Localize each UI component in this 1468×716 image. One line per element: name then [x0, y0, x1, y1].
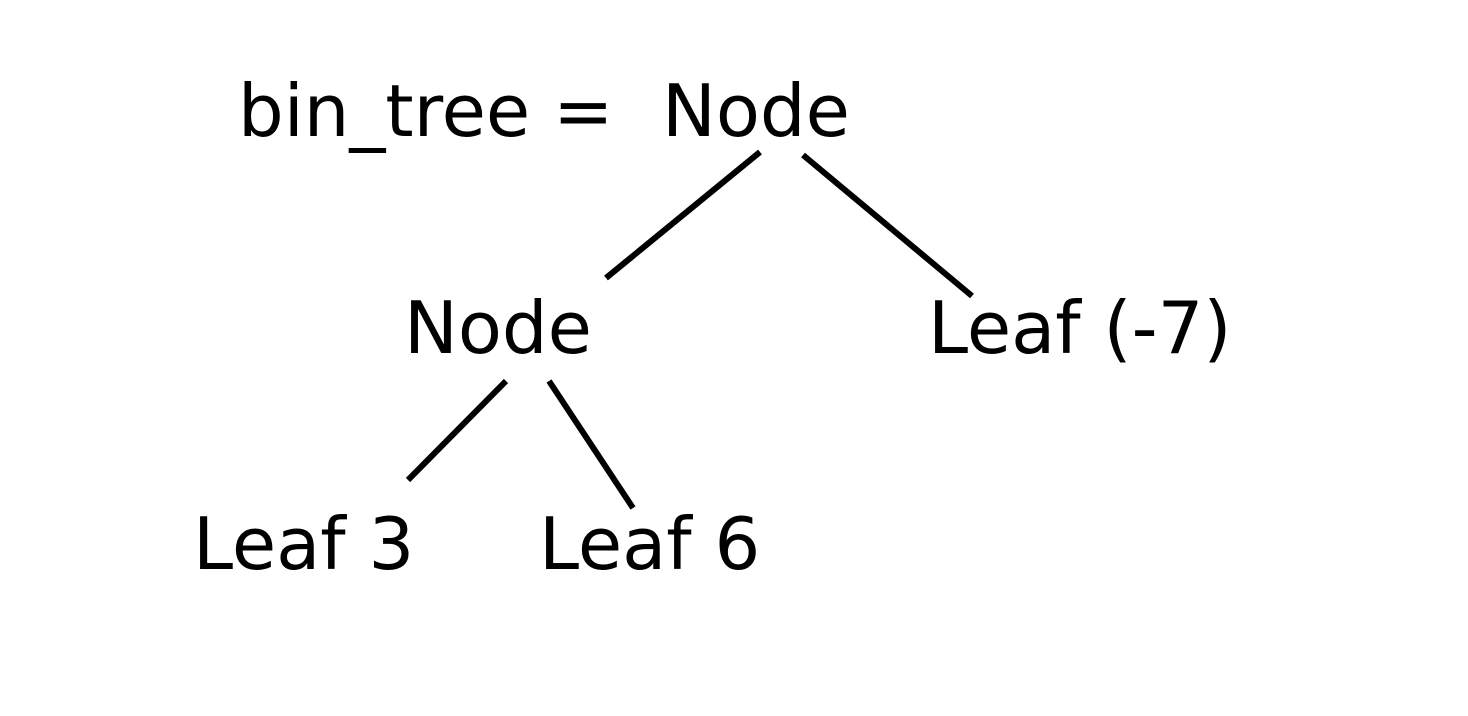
leaf-3-label: Leaf 3 [193, 502, 415, 586]
assignment-label: bin_tree = [238, 69, 614, 153]
inner-node-label: Node [404, 286, 592, 370]
edge-node-to-leaf-6 [546, 379, 636, 510]
edge-node-to-leaf-3 [405, 378, 509, 483]
edge-root-to-leaf-neg7 [801, 152, 974, 299]
leaf-neg7-label: Leaf (-7) [928, 286, 1232, 370]
leaf-6-label: Leaf 6 [539, 502, 761, 586]
edge-root-to-node [604, 149, 762, 281]
root-node-label: Node [662, 69, 850, 153]
